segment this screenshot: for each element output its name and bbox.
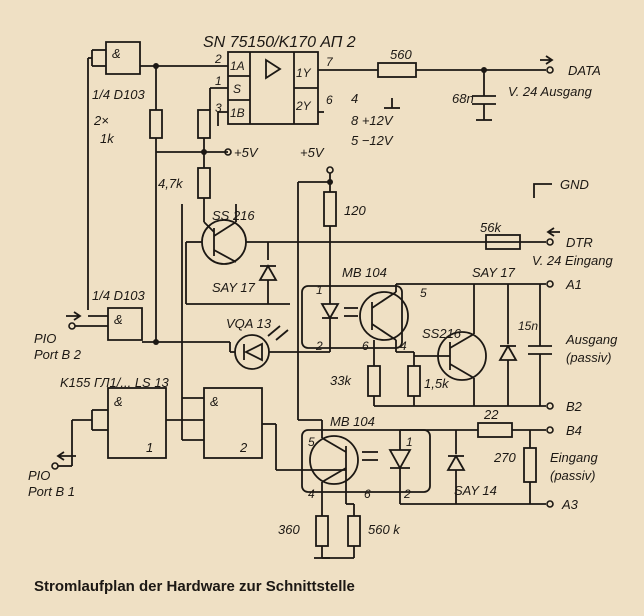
mb104b-pin6: 6 [364, 487, 371, 501]
v24-out-label: V. 24 Ausgang [508, 84, 593, 99]
supply-5: 5 −12V [351, 133, 394, 148]
r-33k-label: 33k [330, 373, 352, 388]
caption: Stromlaufplan der Hardware zur Schnittst… [34, 578, 355, 595]
c-68n-label: 68n [452, 91, 474, 106]
schmitt2-num: 2 [239, 440, 248, 455]
mb104a-pin4: 4 [400, 339, 407, 353]
pin-label-1y: 1Y [296, 66, 312, 80]
say17-b-label: SAY 17 [472, 265, 516, 280]
port-b1-label: Port B 1 [28, 484, 75, 499]
say14-label: SAY 14 [454, 483, 497, 498]
resistor-22 [477, 422, 513, 438]
mb104b-pin5: 5 [308, 435, 315, 449]
pin-num-6: 6 [326, 93, 333, 107]
driver-ic-label: SN 75150/K170 АП 2 [203, 34, 356, 51]
b4-label: B4 [566, 423, 582, 438]
nand-top-label: 1/4 D103 [92, 87, 146, 102]
nand-gate-top: & [87, 41, 141, 310]
gate-top-symbol: & [112, 46, 121, 61]
ausgang-label: Ausgang [565, 332, 618, 347]
resistor-270 [523, 447, 537, 483]
resistor-560 [377, 62, 417, 78]
schmitt1-num: 1 [146, 440, 153, 455]
eingang-label: Eingang [550, 450, 598, 465]
schmitt-trigger-2 [203, 387, 263, 459]
mb104b-pin2: 2 [403, 487, 411, 501]
r-120-label: 120 [344, 203, 366, 218]
optocoupler-mb104-a [301, 285, 403, 349]
mb104b-pin1: 1 [406, 435, 413, 449]
supply-5v-a: +5V [234, 145, 259, 160]
mb104b-pin4: 4 [308, 487, 315, 501]
pin-num-7: 7 [326, 55, 334, 69]
schmitt-trigger-1 [107, 387, 167, 459]
resistor-33k [367, 365, 381, 397]
pin-label-1a: 1A [230, 59, 245, 73]
resistor-4k7 [197, 167, 211, 199]
r-270-label: 270 [493, 450, 516, 465]
mb104-b-label: MB 104 [330, 414, 375, 429]
pin-label-2y: 2Y [295, 99, 312, 113]
r-22-label: 22 [483, 407, 499, 422]
led-vqa13 [234, 334, 270, 370]
port-b2-label: Port B 2 [34, 347, 82, 362]
resistor-1k-a [149, 109, 163, 139]
r-56k-label: 56k [480, 220, 502, 235]
k155-label: K155 ГЛ1/... LS 13 [60, 375, 170, 390]
mb104a-pin2: 2 [315, 339, 323, 353]
mb104a-pin6: 6 [362, 339, 369, 353]
gnd-label: GND [560, 177, 589, 192]
resistor-56k [485, 234, 521, 250]
vqa13-label: VQA 13 [226, 316, 272, 331]
ss216-a-label: SS 216 [212, 208, 255, 223]
schmitt2-amp: & [210, 394, 219, 409]
gate-mid-symbol: & [114, 312, 123, 327]
resistor-360 [315, 515, 329, 547]
r-360-label: 360 [278, 522, 300, 537]
resistor-1k5 [407, 365, 421, 397]
r-1k5-label: 1,5k [424, 376, 450, 391]
pio-out-label: PIO [28, 468, 50, 483]
schmitt1-amp: & [114, 394, 123, 409]
pin-num-2: 2 [214, 52, 222, 66]
ss216-b-label: SS216 [422, 326, 462, 341]
nand-mid-label: 1/4 D103 [92, 288, 146, 303]
pin-label-s: S [233, 82, 241, 96]
resistor-120 [323, 191, 337, 227]
supply-4: 4 [351, 91, 358, 106]
nand-gate-mid [107, 307, 143, 341]
mb104-a-label: MB 104 [342, 265, 387, 280]
supply-8: 8 +12V [351, 113, 394, 128]
r-1k: 1k [100, 131, 115, 146]
r-2x: 2× [93, 113, 109, 128]
dtr-label: DTR [566, 235, 593, 250]
passiv-b-label: (passiv) [550, 468, 596, 483]
r-560k-label: 560 k [368, 522, 401, 537]
c-15n-label: 15n [518, 319, 538, 333]
r-4k7-label: 4,7k [158, 176, 184, 191]
supply-5v-b: +5V [300, 145, 325, 160]
resistor-560k [347, 515, 361, 547]
r-560-label: 560 [390, 47, 412, 62]
mb104a-pin1: 1 [316, 283, 323, 297]
b2-label: B2 [566, 399, 583, 414]
a1-label: A1 [565, 277, 582, 292]
pin-label-1b: 1B [230, 106, 245, 120]
mb104a-pin5: 5 [420, 286, 427, 300]
pin-num-1: 1 [215, 74, 222, 88]
optocoupler-mb104-b [301, 429, 431, 493]
say17-a-label: SAY 17 [212, 280, 256, 295]
a3-label: A3 [561, 497, 579, 512]
pin-num-3: 3 [215, 101, 222, 115]
v24-in-label: V. 24 Eingang [532, 253, 613, 268]
passiv-a-label: (passiv) [566, 350, 612, 365]
resistor-1k-b [197, 109, 211, 139]
data-label: DATA [568, 63, 601, 78]
pio-in-label: PIO [34, 331, 56, 346]
